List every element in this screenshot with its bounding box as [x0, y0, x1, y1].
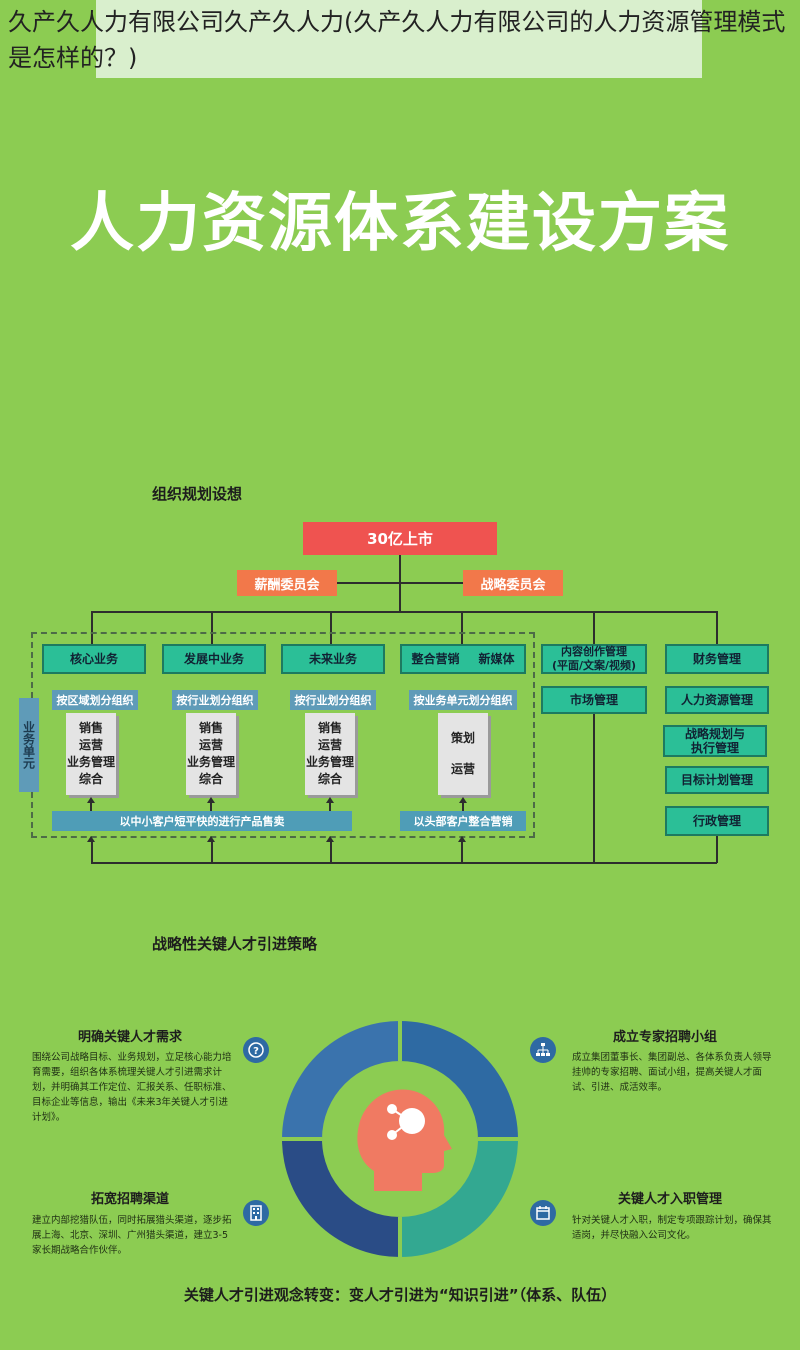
mgmt-box: 财务管理	[665, 644, 769, 674]
function-box: 销售 运营 业务管理 综合	[305, 713, 355, 795]
connector	[211, 611, 213, 644]
unit-header: 整合营销 新媒体	[400, 644, 526, 674]
donut-segment-top-left	[282, 1021, 400, 1139]
committee-box: 薪酬委员会	[237, 570, 337, 596]
business-unit-label: 业务单元	[19, 698, 39, 792]
function-label: 策划	[450, 731, 475, 745]
connector	[91, 840, 93, 863]
poster-title: 人力资源体系建设方案	[70, 187, 730, 261]
arrow	[326, 836, 334, 842]
function-label: 综合	[78, 772, 103, 786]
market-mgmt-box: 市场管理	[541, 686, 647, 714]
connector	[593, 611, 595, 644]
committee-box: 战略委员会	[463, 570, 563, 596]
function-box: 策划 运营	[438, 713, 488, 795]
mgmt-box: 人力资源管理	[665, 686, 769, 714]
bottom-note: 关键人才引进观念转变：变人才引进为“知识引进”（体系、队伍）	[183, 1286, 617, 1304]
unit-header: 未来业务	[281, 644, 385, 674]
unit-header-label: 新媒体	[478, 652, 515, 666]
donut-segment-top-right	[400, 1021, 518, 1139]
connector	[91, 862, 717, 864]
arrow	[207, 797, 215, 803]
function-label: 运营	[450, 762, 475, 776]
function-label: 运营	[198, 738, 223, 752]
function-label: 销售	[78, 721, 103, 735]
connector	[716, 836, 718, 863]
function-label: 运营	[78, 738, 103, 752]
strategy-item-text: 建立内部挖猎队伍，同时拓展猎头渠道，逐步拓展上海、北京、深圳、广州猎头渠道，建立…	[32, 1215, 232, 1256]
function-label: 运营	[317, 738, 342, 752]
question-icon: ?	[243, 1037, 269, 1063]
connector	[593, 714, 595, 863]
unit-header: 发展中业务	[162, 644, 266, 674]
arrow	[87, 797, 95, 803]
strategy-item-title: 成立专家招聘小组	[612, 1030, 717, 1045]
org-section-title: 组织规划设想	[152, 485, 243, 503]
donut-segment-bottom-left	[282, 1139, 400, 1257]
arrow	[87, 836, 95, 842]
arrow	[326, 797, 334, 803]
strategy-section-title: 战略性关键人才引进策略	[152, 935, 318, 953]
unit-header-label: 整合营销	[411, 652, 460, 666]
connector	[461, 611, 463, 644]
top-goal-box: 30亿上市	[303, 522, 497, 555]
building-icon	[243, 1200, 269, 1226]
division-label: 按行业划分组织	[290, 690, 376, 710]
arrow	[459, 797, 467, 803]
connector	[211, 840, 213, 863]
function-label: 业务管理	[305, 755, 354, 769]
mgmt-box: 行政管理	[665, 806, 769, 836]
strategy-item-title: 关键人才入职管理	[617, 1192, 722, 1207]
strategy-item-text: 针对关键人才入职，制定专项跟踪计划，确保其适岗，并尽快融入公司文化。	[572, 1215, 772, 1241]
function-label: 销售	[317, 721, 342, 735]
connector	[330, 840, 332, 863]
function-label: 业务管理	[186, 755, 235, 769]
division-label: 按行业划分组织	[172, 690, 258, 710]
connector	[461, 840, 463, 863]
calendar-icon	[530, 1200, 556, 1226]
connector	[91, 611, 93, 644]
function-label: 业务管理	[66, 755, 115, 769]
connector	[330, 611, 332, 644]
strategy-bar: 以头部客户整合营销	[400, 811, 526, 831]
title-band	[96, 0, 702, 78]
division-label: 按区域划分组织	[52, 690, 138, 710]
function-label: 销售	[198, 721, 223, 735]
strategy-item-text: 成立集团董事长、集团副总、各体系负责人领导挂帅的专家招聘、面试小组，提高关键人才…	[572, 1052, 772, 1093]
content-creation-box: 内容创作管理 (平面/文案/视频)	[541, 644, 647, 674]
unit-header: 核心业务	[42, 644, 146, 674]
arrow	[458, 836, 466, 842]
connector	[336, 582, 464, 584]
function-label: 综合	[317, 772, 342, 786]
function-box: 销售 运营 业务管理 综合	[66, 713, 116, 795]
connector	[462, 801, 464, 811]
connector	[716, 611, 718, 644]
connector	[91, 611, 717, 613]
strategy-item-title: 明确关键人才需求	[77, 1030, 182, 1045]
division-label: 按业务单元划分组织	[409, 690, 517, 710]
strategy-item-text: 围绕公司战略目标、业务规划，立足核心能力培育需要，组织各体系梳理关键人才引进需求…	[32, 1052, 232, 1123]
org-chart-icon	[530, 1037, 556, 1063]
arrow	[207, 836, 215, 842]
mgmt-box: 战略规划与 执行管理	[663, 725, 767, 757]
function-box: 销售 运营 业务管理 综合	[186, 713, 236, 795]
page-title: 久产久人力有限公司久产久人力(久产久人力有限公司的人力资源管理模式是怎样的？)	[8, 8, 786, 72]
donut-segment-bottom-right	[400, 1139, 518, 1257]
head-icon	[357, 1089, 452, 1191]
svg-text:?: ?	[253, 1046, 259, 1057]
connector	[90, 801, 92, 811]
talent-donut	[282, 1021, 518, 1257]
strategy-item-title: 拓宽招聘渠道	[90, 1192, 169, 1207]
mgmt-box: 目标计划管理	[665, 766, 769, 794]
strategy-bar: 以中小客户短平快的进行产品售卖	[52, 811, 352, 831]
connector	[210, 801, 212, 811]
function-label: 综合	[198, 772, 223, 786]
connector	[329, 801, 331, 811]
